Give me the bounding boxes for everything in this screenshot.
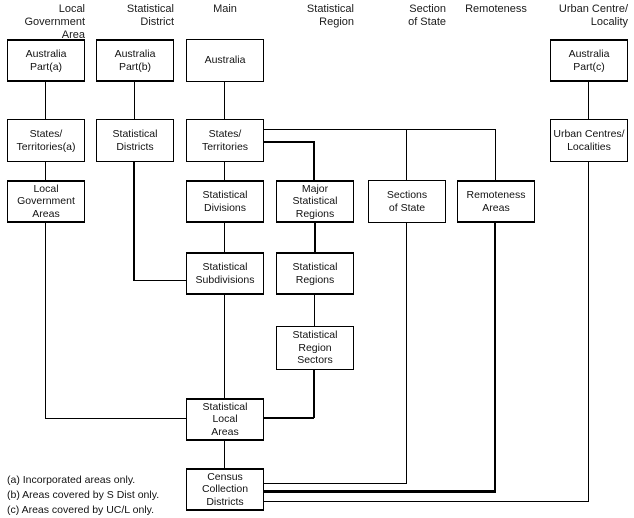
- connector-e-sla-to-ccd: [224, 441, 225, 468]
- connector-e-sd-down: [133, 162, 135, 281]
- column-header-statistical-region: Statistical Region: [306, 3, 354, 28]
- connector-e-aus-to-st: [224, 82, 225, 119]
- footnotes: (a) Incorporated areas only. (b) Areas co…: [7, 473, 159, 518]
- connector-e-srs-to-sla: [264, 417, 314, 419]
- node-statistical-divisions[interactable]: Statistical Divisions: [186, 180, 264, 223]
- node-census-collection-districts[interactable]: Census Collection Districts: [186, 468, 264, 511]
- connector-e-ra-to-ccd: [264, 490, 496, 493]
- node-states-territories[interactable]: States/ Territories: [186, 119, 264, 162]
- connector-e-sr-to-srs: [314, 295, 315, 326]
- column-header-main: Main: [213, 3, 237, 15]
- connector-e-ra-down: [494, 223, 496, 492]
- node-australia-part-b[interactable]: Australia Part(b): [96, 39, 174, 82]
- node-major-statistical-regions[interactable]: Major Statistical Regions: [276, 180, 354, 223]
- node-remoteness-areas[interactable]: Remoteness Areas: [457, 180, 535, 223]
- connector-e-sos-to-ccd: [264, 483, 407, 484]
- connector-e-srs-down: [313, 370, 315, 418]
- column-header-section-of-state: Section of State: [408, 3, 446, 28]
- connector-e-part-b-to-sd: [134, 82, 135, 119]
- column-header-local-government-area: Local Government Area: [24, 3, 85, 41]
- connector-e-st-to-sdiv: [224, 162, 225, 180]
- footnote-item: (a) Incorporated areas only.: [7, 474, 136, 486]
- connector-e-ucl-down: [588, 162, 589, 502]
- connector-e-lga-right: [45, 418, 187, 419]
- node-urban-centres-localities[interactable]: Urban Centres/ Localities: [550, 119, 628, 162]
- node-statistical-region-sectors[interactable]: Statistical Region Sectors: [276, 326, 354, 370]
- node-states-territories-a[interactable]: States/ Territories(a): [7, 119, 85, 162]
- connector-e-msr-branch-down: [313, 141, 315, 180]
- connector-e-st-right-thin: [264, 129, 496, 130]
- node-local-government-areas[interactable]: Local Government Areas: [7, 180, 85, 223]
- node-australia-part-a[interactable]: Australia Part(a): [7, 39, 85, 82]
- footnote-item: (b) Areas covered by S Dist only.: [7, 489, 160, 501]
- node-australia[interactable]: Australia: [186, 39, 264, 82]
- connector-e-ssub-to-sla: [224, 295, 225, 398]
- connector-e-st-right-thick: [264, 141, 314, 143]
- node-statistical-local-areas[interactable]: Statistical Local Areas: [186, 398, 264, 441]
- column-header-urban-centre-locality: Urban Centre/ Locality: [558, 3, 628, 28]
- connector-e-sos-down: [406, 223, 407, 484]
- connector-e-lga-down: [45, 223, 46, 419]
- node-statistical-subdivisions[interactable]: Statistical Subdivisions: [186, 252, 264, 295]
- connector-e-sos-up: [406, 129, 407, 180]
- node-sections-of-state[interactable]: Sections of State: [368, 180, 446, 223]
- connector-e-ucl-to-ccd: [264, 501, 589, 502]
- connector-e-part-a-to-st-a: [45, 82, 46, 119]
- connector-e-st-a-to-lga: [45, 162, 46, 180]
- node-statistical-regions[interactable]: Statistical Regions: [276, 252, 354, 295]
- connector-e-msr-to-sr: [314, 223, 316, 252]
- column-header-statistical-district: Statistical District: [126, 3, 174, 28]
- connector-e-ra-up: [495, 129, 496, 180]
- connector-e-sd-right: [133, 280, 187, 281]
- node-australia-part-c[interactable]: Australia Part(c): [550, 39, 628, 82]
- node-statistical-districts[interactable]: Statistical Districts: [96, 119, 174, 162]
- connector-e-sdiv-to-ssub: [224, 223, 225, 252]
- connector-e-part-c-to-ucl: [588, 82, 589, 119]
- footnote-item: (c) Areas covered by UC/L only.: [7, 504, 155, 516]
- column-header-remoteness: Remoteness: [465, 3, 527, 15]
